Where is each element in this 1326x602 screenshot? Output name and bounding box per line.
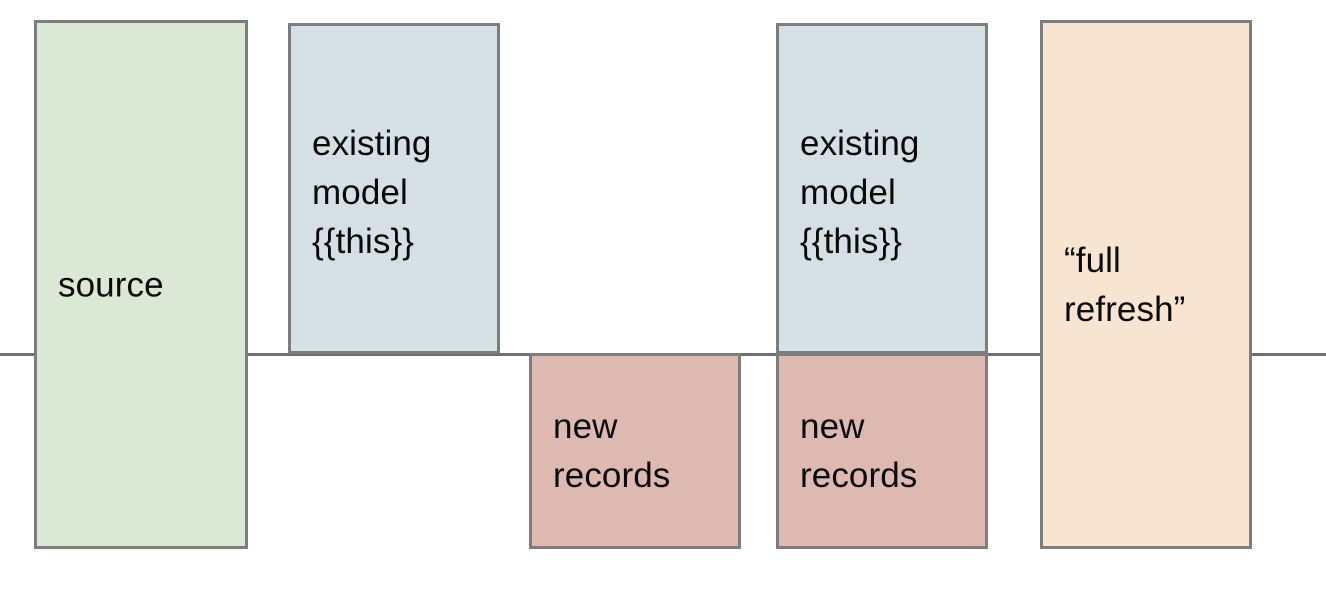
node-existing-model-2[interactable]: existing model {{this}} <box>776 23 988 354</box>
node-source[interactable]: source <box>34 20 248 549</box>
node-existing-model-1[interactable]: existing model {{this}} <box>288 23 500 354</box>
node-new-records-2[interactable]: new records <box>776 353 988 549</box>
node-new-records-1[interactable]: new records <box>529 353 741 549</box>
node-new-records-1-label: new records <box>553 407 671 495</box>
node-existing-model-1-label: existing model {{this}} <box>312 124 432 261</box>
node-full-refresh-label: “full refresh” <box>1064 240 1186 329</box>
node-full-refresh[interactable]: “full refresh” <box>1040 20 1252 549</box>
node-existing-model-2-label: existing model {{this}} <box>800 124 920 261</box>
node-source-label: source <box>58 265 164 304</box>
node-new-records-2-label: new records <box>800 407 918 495</box>
